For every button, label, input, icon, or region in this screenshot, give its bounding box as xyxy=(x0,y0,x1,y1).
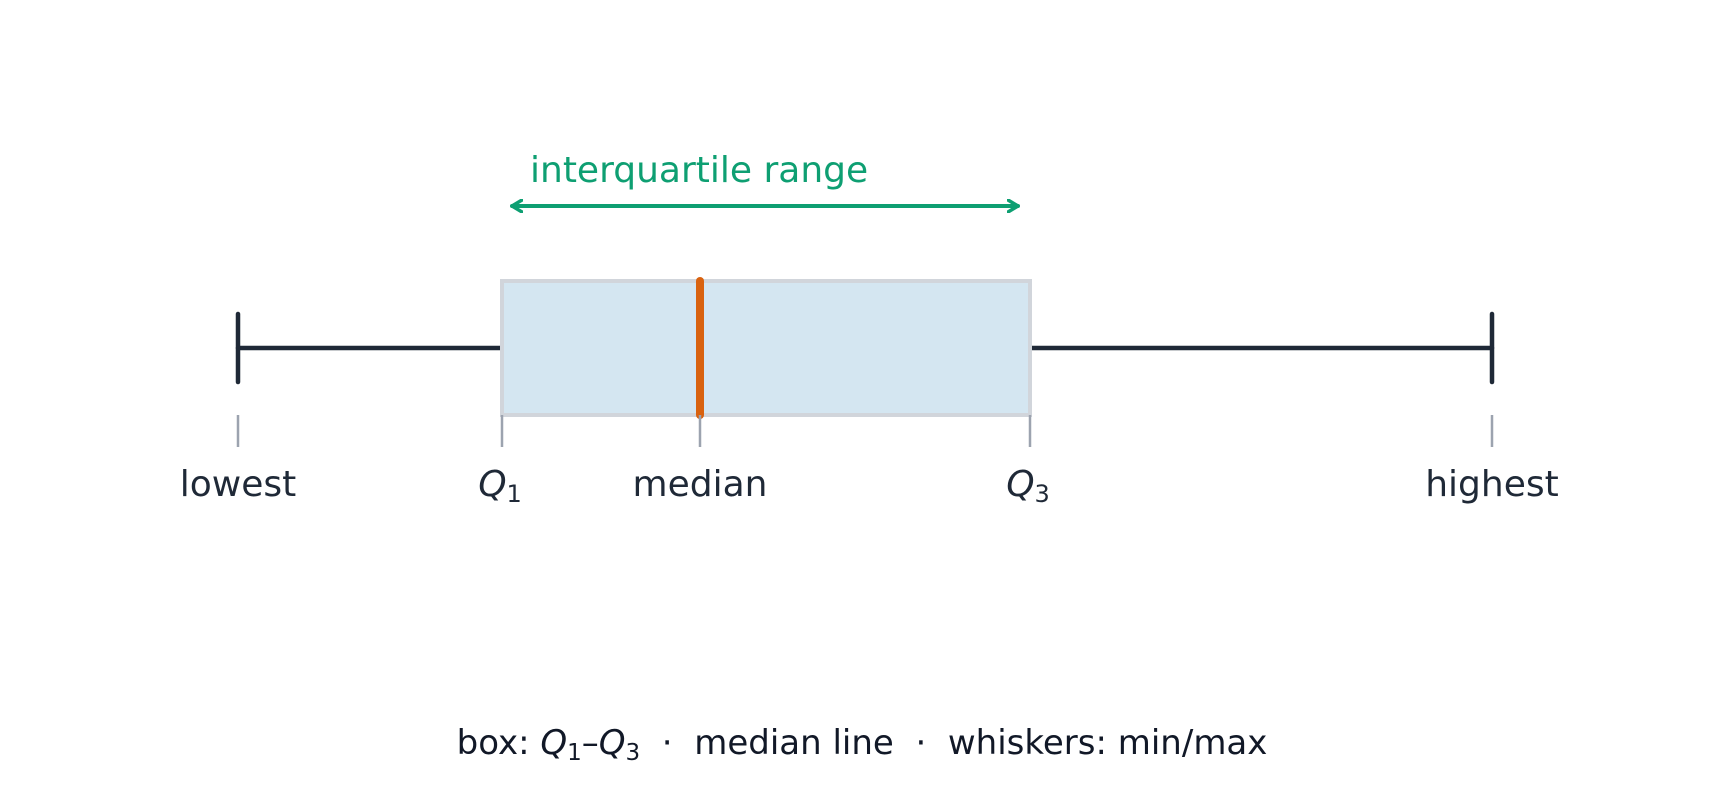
label-q3: Q3 xyxy=(1006,464,1050,508)
caption-q3-letter: Q xyxy=(599,723,626,763)
iqr-label: interquartile range xyxy=(530,150,868,191)
caption-separator-2: · xyxy=(894,723,948,763)
caption-box-prefix: box: xyxy=(457,723,541,763)
caption-q1-subscript: 1 xyxy=(567,740,582,766)
label-highest: highest xyxy=(1425,464,1559,505)
label-q1-letter: Q xyxy=(478,464,506,505)
caption-q3-subscript: 3 xyxy=(626,740,641,766)
caption-median-part: median line xyxy=(694,723,894,763)
label-q1: Q1 xyxy=(478,464,522,508)
caption-separator-1: · xyxy=(640,723,694,763)
label-lowest: lowest xyxy=(180,464,297,505)
axis-labels: lowest Q1 median Q3 highest xyxy=(180,464,1559,508)
whiskers xyxy=(235,311,1495,385)
label-q3-letter: Q xyxy=(1006,464,1034,505)
caption-q1-letter: Q xyxy=(540,723,567,763)
caption-whiskers-part: whiskers: min/max xyxy=(948,723,1268,763)
caption-dash: – xyxy=(582,723,599,763)
caption: box: Q1–Q3 · median line · whiskers: min… xyxy=(457,723,1268,766)
tick-marks xyxy=(236,415,1494,447)
label-q1-subscript: 1 xyxy=(507,480,522,508)
iqr-box xyxy=(500,279,1032,417)
iqr-annotation: interquartile range xyxy=(510,150,1020,206)
label-q3-subscript: 3 xyxy=(1035,480,1050,508)
label-median: median xyxy=(633,464,768,505)
